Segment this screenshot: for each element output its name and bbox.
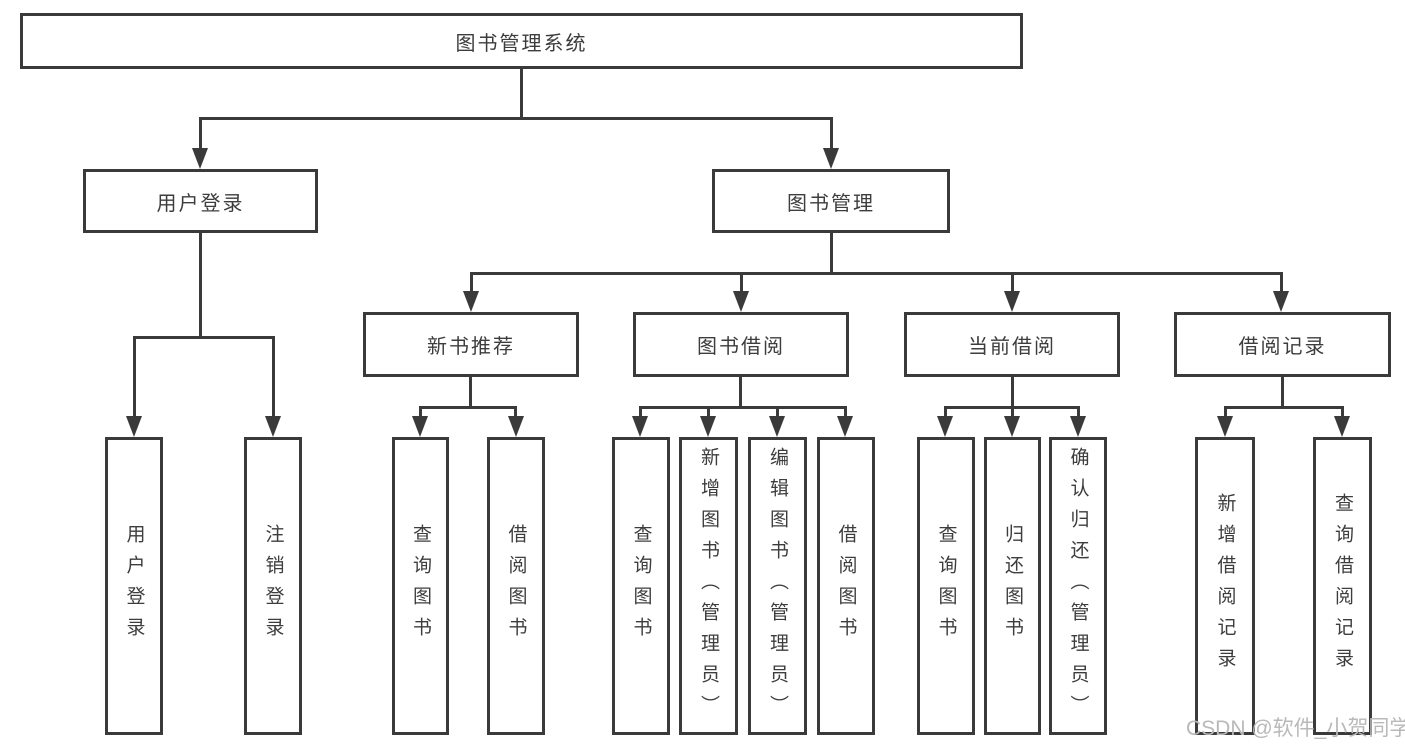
connector-currentborrow-drop-1: [944, 406, 947, 419]
node-book-mgmt: 图书管理: [712, 169, 950, 233]
node-leaf-logout: 注销登录: [244, 437, 302, 735]
node-leaf-return-book: 归还图书: [984, 437, 1041, 735]
node-current-borrow: 当前借阅: [904, 312, 1120, 377]
node-leaf-confirm-return-label: 确认归还（管理员）: [1067, 446, 1089, 726]
csdn-watermark: CSDN @软件_小贺同学: [1186, 717, 1405, 740]
arrow-to-leaf-return-book: [1004, 416, 1020, 437]
connector-bookborrow-drop-2: [707, 406, 710, 419]
connector-borrowrecords-horizontal: [1224, 406, 1344, 409]
node-leaf-borrow-book-2: 借阅图书: [817, 437, 875, 735]
node-user-login-label: 用户登录: [156, 192, 245, 215]
node-leaf-query-book-1-label: 查询图书: [410, 524, 431, 648]
connector-l2-horizontal: [470, 272, 1283, 275]
node-leaf-confirm-return: 确认归还（管理员）: [1049, 437, 1107, 735]
arrow-to-leaf-query-borrow-record: [1334, 416, 1350, 437]
connector-l1-drop-left: [199, 117, 202, 151]
node-leaf-query-book-1: 查询图书: [392, 437, 449, 735]
connector-userlogin-drop-2: [272, 336, 275, 418]
connector-bookborrow-horizontal: [639, 406, 847, 409]
connector-bookborrow-drop-4: [844, 406, 847, 419]
node-leaf-add-book-label: 新增图书（管理员）: [698, 446, 719, 726]
connector-bookborrow-drop-3: [776, 406, 779, 419]
connector-l2-drop-3: [1011, 272, 1014, 294]
node-leaf-user-login-label: 用户登录: [123, 524, 145, 648]
arrow-to-leaf-logout: [265, 416, 281, 437]
connector-bookborrow-drop-1: [639, 406, 642, 419]
node-root-label: 图书管理系统: [455, 32, 588, 55]
connector-newbookrec-drop-2: [514, 406, 517, 419]
node-leaf-logout-label: 注销登录: [262, 524, 284, 648]
arrow-to-leaf-query-book-2: [632, 416, 648, 437]
arrow-to-new-book-rec: [463, 291, 479, 312]
node-leaf-query-borrow-record-label: 查询借阅记录: [1332, 493, 1353, 679]
node-book-borrow-label: 图书借阅: [697, 336, 785, 358]
node-new-book-rec-label: 新书推荐: [427, 336, 515, 358]
node-leaf-add-borrow-record-label: 新增借阅记录: [1214, 493, 1236, 679]
arrow-to-book-borrow: [733, 291, 749, 312]
connector-userlogin-horizontal: [133, 336, 275, 339]
connector-bookmgmt-stem: [830, 233, 833, 275]
arrow-to-leaf-edit-book: [769, 416, 785, 437]
connector-borrowrecords-drop-1: [1224, 406, 1227, 419]
connector-bookborrow-stem: [739, 377, 742, 409]
node-user-login: 用户登录: [83, 169, 318, 233]
connector-borrowrecords-drop-2: [1341, 406, 1344, 419]
connector-borrowrecords-stem: [1281, 377, 1284, 409]
node-book-borrow: 图书借阅: [633, 312, 849, 377]
arrow-to-leaf-query-book-1: [412, 416, 428, 437]
connector-currentborrow-drop-3: [1077, 406, 1080, 419]
node-borrow-records-label: 借阅记录: [1238, 336, 1327, 358]
node-leaf-query-borrow-record: 查询借阅记录: [1313, 437, 1372, 735]
node-leaf-query-book-3: 查询图书: [917, 437, 975, 735]
connector-l1-horizontal: [199, 117, 833, 120]
connector-l2-drop-2: [740, 272, 743, 294]
arrow-to-book-mgmt: [823, 148, 839, 169]
node-leaf-query-book-3-label: 查询图书: [935, 524, 957, 648]
node-current-borrow-label: 当前借阅: [968, 336, 1056, 358]
node-leaf-add-borrow-record: 新增借阅记录: [1195, 437, 1255, 735]
connector-currentborrow-stem: [1011, 377, 1014, 409]
node-leaf-add-book: 新增图书（管理员）: [679, 437, 738, 735]
node-leaf-borrow-book-1: 借阅图书: [487, 437, 545, 735]
arrow-to-current-borrow: [1004, 291, 1020, 312]
connector-newbookrec-horizontal: [419, 406, 517, 409]
arrow-to-user-login: [192, 148, 208, 169]
arrow-to-leaf-confirm-return: [1070, 416, 1086, 437]
arrow-to-leaf-query-book-3: [937, 416, 953, 437]
connector-newbookrec-drop-1: [419, 406, 422, 419]
arrow-to-leaf-add-borrow-record: [1217, 416, 1233, 437]
connector-userlogin-stem: [199, 233, 202, 339]
arrow-to-leaf-user-login: [126, 416, 142, 437]
connector-l2-drop-1: [470, 272, 473, 294]
node-root: 图书管理系统: [20, 13, 1023, 69]
arrow-to-leaf-add-book: [700, 416, 716, 437]
connector-userlogin-drop-1: [133, 336, 136, 418]
node-leaf-query-book-2: 查询图书: [612, 437, 670, 735]
connector-root-stem: [520, 69, 523, 119]
node-book-mgmt-label: 图书管理: [787, 192, 875, 215]
node-new-book-rec: 新书推荐: [363, 312, 579, 377]
arrow-to-borrow-records: [1273, 291, 1289, 312]
node-leaf-return-book-label: 归还图书: [1002, 524, 1023, 648]
node-leaf-user-login: 用户登录: [105, 437, 163, 735]
node-leaf-query-book-2-label: 查询图书: [630, 524, 652, 648]
node-leaf-borrow-book-1-label: 借阅图书: [505, 524, 527, 648]
node-leaf-edit-book: 编辑图书（管理员）: [748, 437, 807, 735]
arrow-to-leaf-borrow-book-1: [508, 416, 524, 437]
connector-currentborrow-drop-2: [1011, 406, 1014, 419]
node-leaf-edit-book-label: 编辑图书（管理员）: [767, 446, 788, 726]
connector-l2-drop-4: [1280, 272, 1283, 294]
connector-l1-drop-right: [830, 117, 833, 151]
node-borrow-records: 借阅记录: [1174, 312, 1391, 377]
connector-newbookrec-stem: [469, 377, 472, 409]
arrow-to-leaf-borrow-book-2: [837, 416, 853, 437]
node-leaf-borrow-book-2-label: 借阅图书: [835, 524, 857, 648]
